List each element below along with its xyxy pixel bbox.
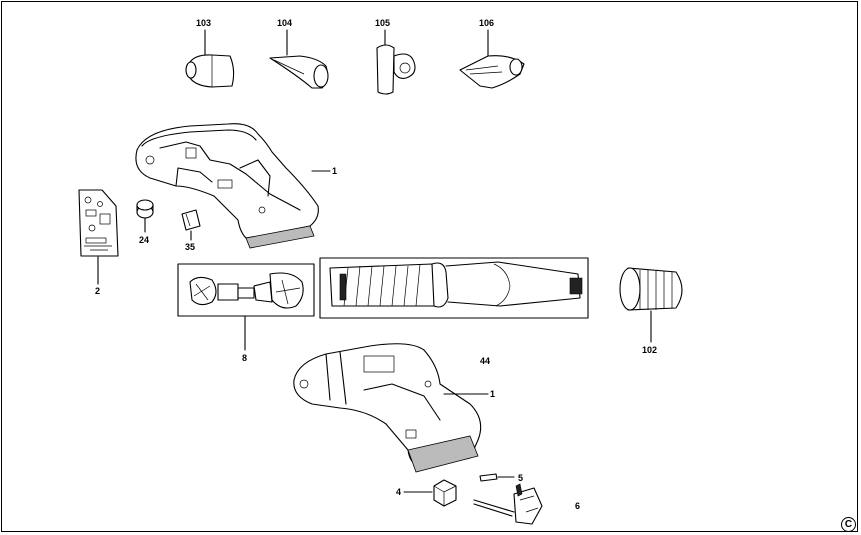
- part-102-air-filter: [619, 267, 683, 343]
- part-105-deflector-nozzle: [376, 29, 416, 95]
- label-4: 4: [396, 487, 402, 497]
- label-104: 104: [277, 18, 293, 28]
- label-35: 35: [185, 242, 196, 252]
- label-2: 2: [95, 286, 101, 296]
- part-4-cord-clamp: [403, 479, 457, 507]
- label-44: 44: [480, 356, 491, 366]
- part-8-fan-motor-assembly: [177, 263, 315, 351]
- copyright-symbol: C: [841, 517, 856, 532]
- part-35-switch: [181, 209, 201, 241]
- part-2-circuit-board: [78, 189, 119, 285]
- part-5-screw: [479, 473, 515, 482]
- part-104-reflector-nozzle: [269, 29, 329, 89]
- label-106: 106: [479, 18, 495, 28]
- label-1-top: 1: [332, 166, 338, 176]
- part-24-knob: [136, 199, 154, 233]
- label-102: 102: [642, 345, 658, 355]
- part-106-flat-nozzle: [459, 29, 525, 89]
- part-1-housing-half-bottom: [293, 343, 489, 473]
- label-8: 8: [242, 353, 248, 363]
- label-1-bottom: 1: [490, 389, 496, 399]
- part-6-power-cord-plug: [473, 483, 543, 525]
- label-105: 105: [375, 18, 391, 28]
- label-6: 6: [575, 501, 581, 511]
- label-5: 5: [518, 473, 524, 483]
- label-24: 24: [139, 235, 150, 245]
- part-heating-element-box: [319, 257, 589, 319]
- label-103: 103: [196, 18, 212, 28]
- part-103-round-nozzle: [185, 29, 235, 88]
- part-1-housing-half-top: [135, 123, 331, 249]
